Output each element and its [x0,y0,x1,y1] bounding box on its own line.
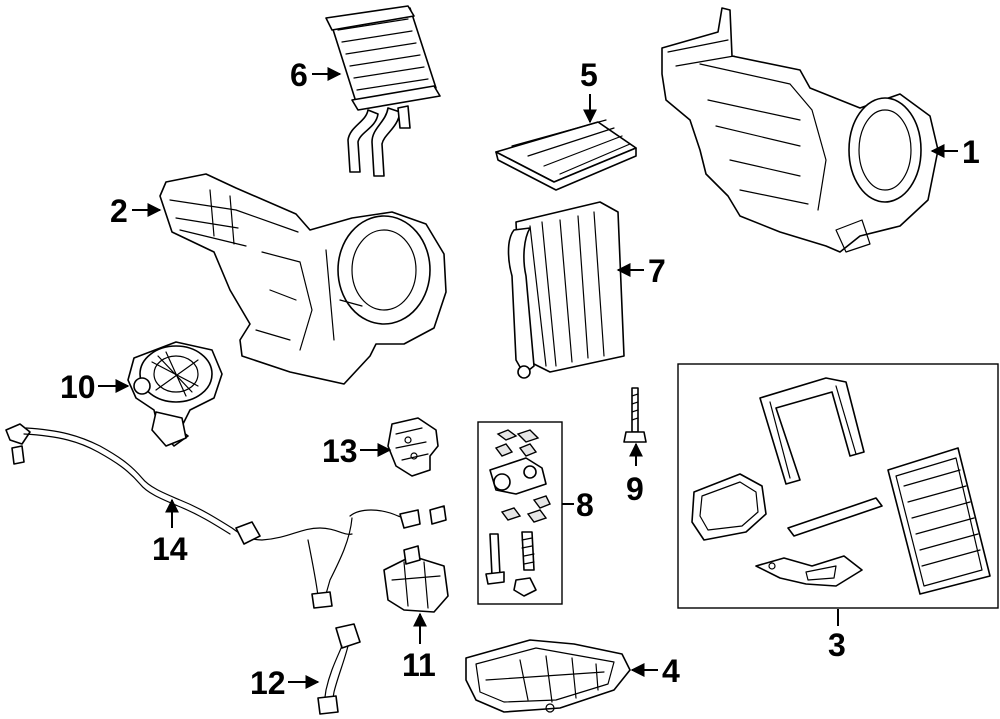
callout-6: 6 [290,57,308,93]
part-3-kit [677,363,999,609]
part-6-heater-core [325,5,441,177]
part-7-evaporator [507,201,625,379]
part-14-harness [5,423,447,609]
part-13-resistor [387,417,439,477]
part-11-actuator [383,545,449,613]
part-8-box [477,421,563,605]
callout-5: 5 [580,57,598,93]
callout-3: 3 [828,627,846,663]
callout-9: 9 [626,471,644,507]
callout-14: 14 [152,531,188,567]
part-12-harness [317,623,361,715]
part-9-bolt [623,387,647,443]
callout-10: 10 [60,369,96,405]
part-10-blower-motor [127,341,223,447]
callout-11: 11 [402,647,436,683]
callout-2: 2 [110,193,128,229]
callout-13: 13 [322,433,358,469]
part-4-lower-case [465,639,631,713]
part-3-box [677,363,999,609]
part-1-case [661,7,939,253]
callout-12: 12 [250,665,286,701]
part-2-case [159,173,447,385]
callout-1: 1 [962,134,980,170]
part-8-kit [477,421,563,605]
callout-4: 4 [662,653,680,689]
leader-lines [98,67,958,689]
callout-7: 7 [648,253,666,289]
callout-labels: 1 2 3 4 5 6 7 8 9 10 11 12 13 14 [60,57,980,701]
callout-8: 8 [576,487,594,523]
part-5-filter [495,119,637,191]
